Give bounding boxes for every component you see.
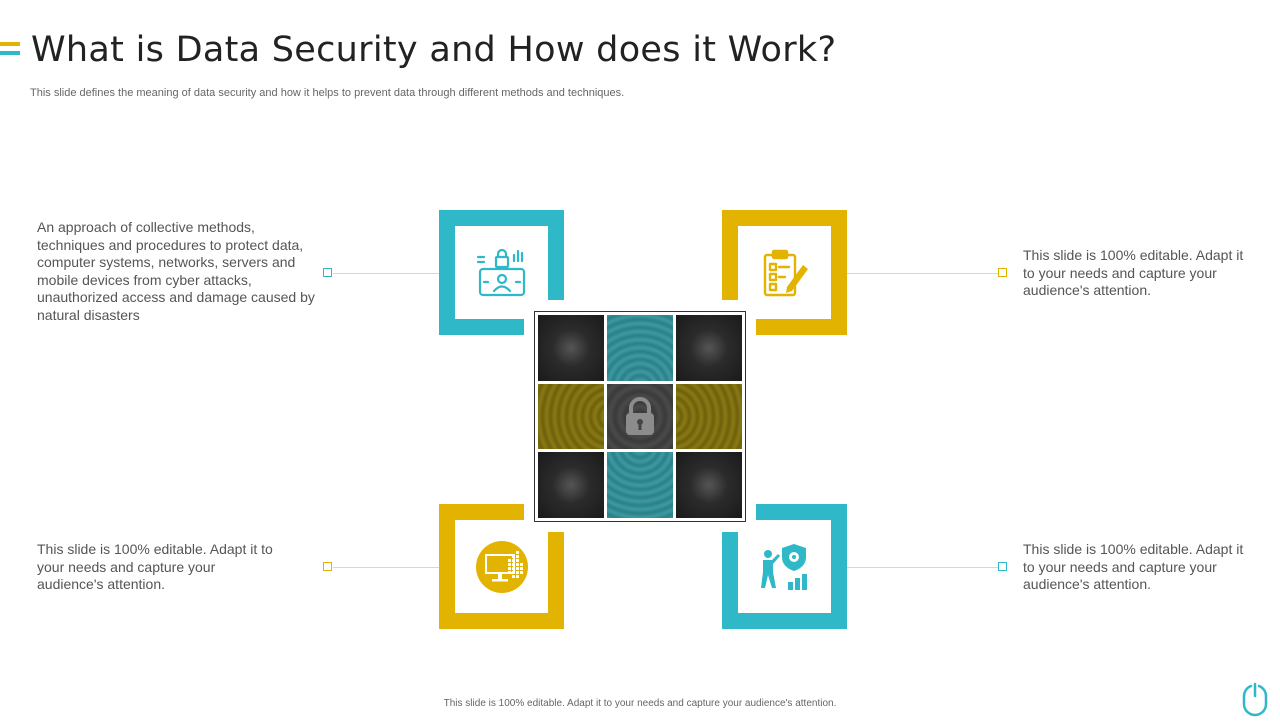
mouse-icon [1240,680,1270,725]
description-bottom-left: This slide is 100% editable. Adapt it to… [37,541,273,592]
title-accent-bars [0,42,20,55]
description-bottom-right: This slide is 100% editable. Adapt it to… [1023,541,1244,592]
user-lock-device-icon [455,226,548,319]
connector-bottom-left [333,567,439,568]
monitor-chart-icon [455,520,548,613]
connector-marker-bottom-right [998,562,1007,571]
grid-tile [676,315,742,381]
page-title: What is Data Security and How does it Wo… [31,30,837,70]
clipboard-checklist-icon [738,226,831,319]
description-top-left: An approach of collective methods, techn… [37,219,315,323]
connector-marker-bottom-left [323,562,332,571]
grid-tile [538,383,604,450]
description-top-right: This slide is 100% editable. Adapt it to… [1023,247,1244,298]
grid-tile [538,315,604,381]
person-shield-growth-icon [738,520,831,613]
frame-top-left [439,210,564,335]
connector-marker-top-left [323,268,332,277]
connector-top-right [847,273,999,274]
frame-bottom-left [439,504,564,629]
grid-tile [607,315,673,381]
page-subtitle: This slide defines the meaning of data s… [30,87,625,99]
connector-marker-top-right [998,268,1007,277]
grid-tile [676,383,742,450]
accent-bar-teal [0,51,20,55]
accent-bar-gold [0,42,20,46]
grid-tile [538,452,604,518]
padlock-icon [607,383,673,450]
security-lock-image [534,311,746,522]
grid-tile [676,452,742,518]
connector-top-left [333,273,439,274]
connector-bottom-right [847,567,999,568]
footer-note: This slide is 100% editable. Adapt it to… [443,698,837,709]
frame-bottom-right [722,504,847,629]
grid-tile [607,452,673,518]
